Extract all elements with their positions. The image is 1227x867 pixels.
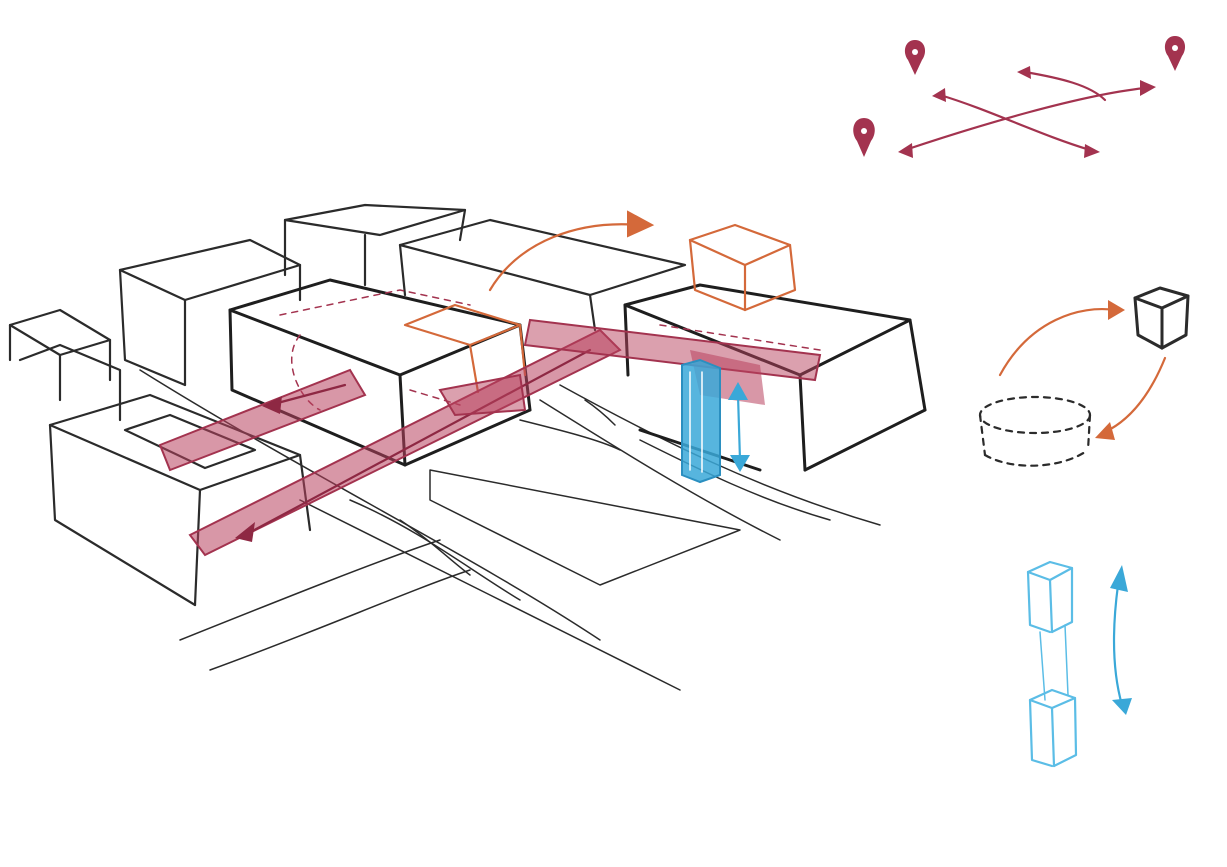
arrowhead [1095,422,1115,440]
circulation-strip-upper [158,368,367,472]
location-pin-icon [904,40,926,75]
arrowhead [932,88,946,102]
hidden-edges [279,289,821,411]
cube-icon [1133,286,1190,350]
relocated-volume-orange [403,223,797,394]
relocation-arrow [1103,356,1167,434]
legend-relocation [978,286,1190,467]
arrowhead [898,143,913,158]
arrowhead [1084,144,1100,158]
building-left-tall [118,238,302,387]
arrowhead [1017,66,1031,79]
stacked-modules [1026,560,1078,768]
vertical-core-blue [681,358,750,484]
location-pin-icon [853,118,875,157]
building-back-right [398,218,687,332]
legend-circulation [853,36,1186,158]
building-left-low [48,393,312,607]
arrowhead [1108,300,1125,320]
circulation-strip-lower [188,328,622,557]
building-center-highlighted [228,278,532,467]
building-far-left [8,308,122,422]
circulation-arrows [903,70,1147,152]
relocation-arrow [998,308,1117,377]
legend-vertical [1026,560,1132,768]
double-arrow-icon [1110,565,1132,715]
building-back-center [283,203,467,287]
ghost-cylinder-icon [978,395,1092,467]
arrowhead [1140,80,1156,96]
orange-arrow-main [488,210,655,292]
location-pin-icon [1164,36,1186,71]
